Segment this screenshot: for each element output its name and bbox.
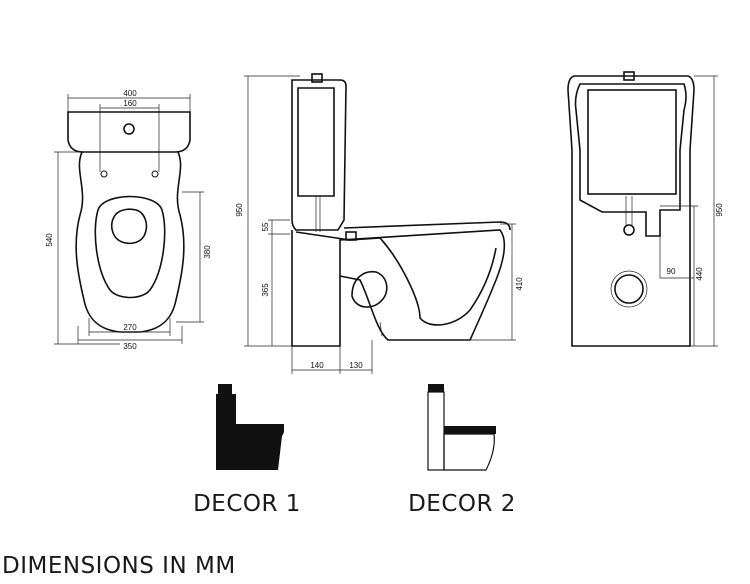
- decor-2-icon: [427, 384, 496, 471]
- side-view: 950 55 365 410 140 130: [235, 73, 524, 374]
- top-length-dim: 540: [45, 233, 54, 247]
- hole-spacing-dim: 160: [123, 99, 137, 108]
- wall-offset-dim: 140: [310, 361, 324, 370]
- bowl-inner-width-dim: 270: [123, 323, 137, 332]
- seat-height-dim: 365: [261, 283, 270, 297]
- outlet-offset-dim: 130: [349, 361, 363, 370]
- cistern-offset-dim: 55: [261, 222, 270, 231]
- decor-1-icon: [216, 384, 284, 470]
- back-view: 950 440 90: [567, 71, 724, 347]
- bowl-height-dim: 410: [515, 277, 524, 291]
- top-width-dim: 400: [123, 89, 137, 98]
- outlet-height-dim: 440: [695, 267, 704, 281]
- back-height-dim: 950: [715, 203, 724, 217]
- decor-1-label: DECOR 1: [193, 491, 301, 517]
- decor-2-label: DECOR 2: [408, 491, 516, 517]
- top-view: 400 160 540 380 270 350: [45, 89, 212, 351]
- units-caption: DIMENSIONS IN MM: [2, 553, 236, 579]
- bowl-length-dim: 380: [203, 245, 212, 259]
- bowl-width-dim: 350: [123, 342, 137, 351]
- side-height-dim: 950: [235, 203, 244, 217]
- outlet-offset-back-dim: 90: [667, 267, 676, 276]
